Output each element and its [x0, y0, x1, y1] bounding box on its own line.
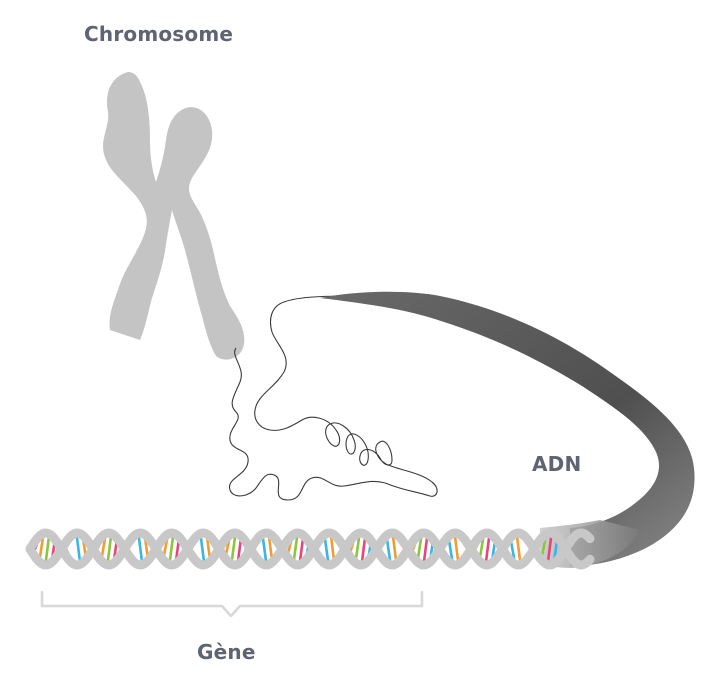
- double-helix-icon: [25, 528, 595, 570]
- helix-strand-b: [25, 528, 595, 570]
- chromosome-label: Chromosome: [84, 22, 234, 46]
- base-pair: [199, 533, 206, 565]
- base-pair: [168, 533, 175, 565]
- base-pair: [515, 533, 522, 565]
- base-pair: [137, 533, 144, 565]
- base-pair: [106, 532, 113, 566]
- dna-ribbon: [320, 291, 695, 566]
- dna-label: ADN: [532, 452, 582, 476]
- dna-thread: [228, 295, 438, 501]
- gene-label: Gène: [197, 640, 256, 664]
- base-pair: [546, 533, 553, 565]
- gene-bracket-icon: [40, 590, 424, 618]
- chromosome-icon: [103, 72, 245, 360]
